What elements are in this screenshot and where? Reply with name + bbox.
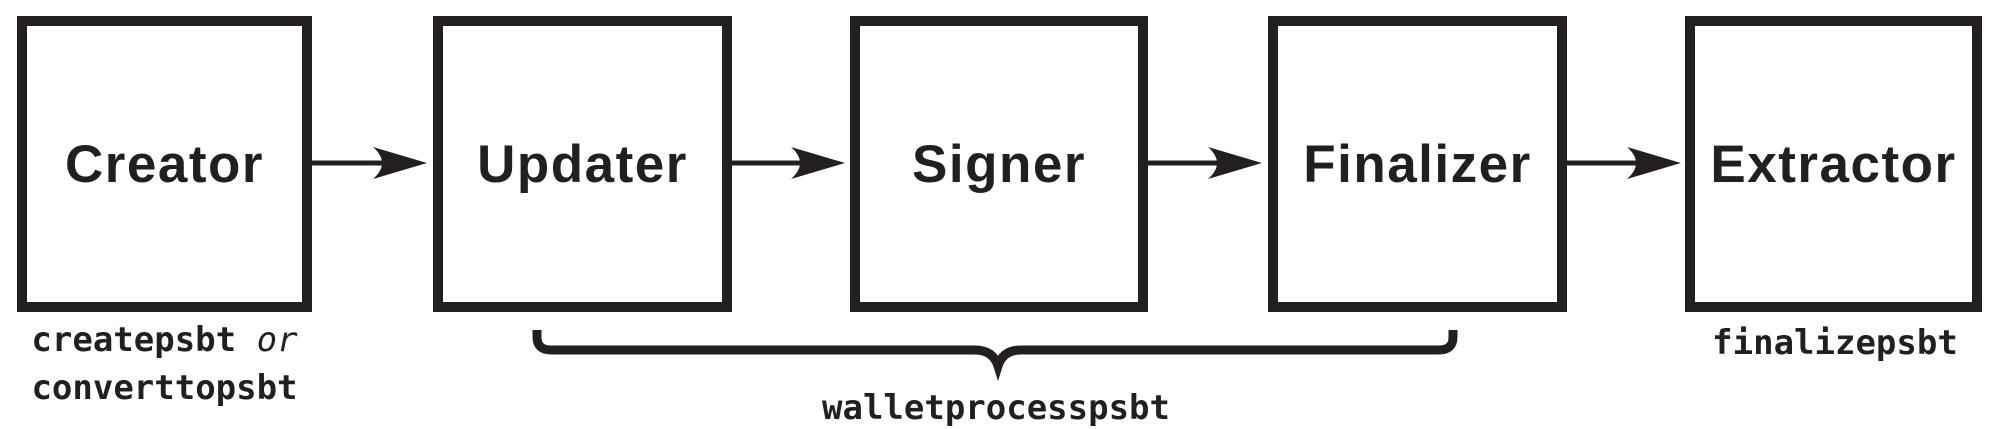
arrowhead-icon	[373, 147, 427, 179]
creator-commands-label: createpsbt or converttopsbt	[17, 316, 312, 412]
node-updater: Updater	[433, 16, 732, 312]
group-underbrace-icon	[532, 330, 1458, 382]
arrowhead-icon	[791, 147, 845, 179]
node-creator: Creator	[17, 16, 312, 312]
arrowhead-icon	[1208, 147, 1262, 179]
extractor-command-label: finalizepsbt	[1712, 323, 1958, 363]
node-finalizer: Finalizer	[1268, 16, 1567, 312]
creator-command-2: converttopsbt	[31, 368, 298, 408]
arrowhead-icon	[1627, 147, 1681, 179]
arrow-creator-to-updater	[311, 147, 427, 179]
node-creator-label: Creator	[64, 134, 264, 194]
node-signer: Signer	[850, 16, 1148, 312]
arrow-updater-to-signer	[731, 147, 845, 179]
creator-commands-line1: createpsbt or	[17, 316, 312, 364]
creator-command-conjunction: or	[256, 320, 298, 360]
node-extractor-label: Extractor	[1710, 134, 1957, 194]
arrow-finalizer-to-extractor	[1566, 147, 1681, 179]
node-signer-label: Signer	[912, 134, 1086, 194]
node-extractor: Extractor	[1685, 16, 1982, 312]
node-finalizer-label: Finalizer	[1303, 134, 1532, 194]
arrow-signer-to-finalizer	[1147, 147, 1262, 179]
creator-command-1: createpsbt	[31, 320, 237, 360]
node-updater-label: Updater	[477, 134, 688, 194]
group-command-label: walletprocesspsbt	[822, 388, 1170, 428]
